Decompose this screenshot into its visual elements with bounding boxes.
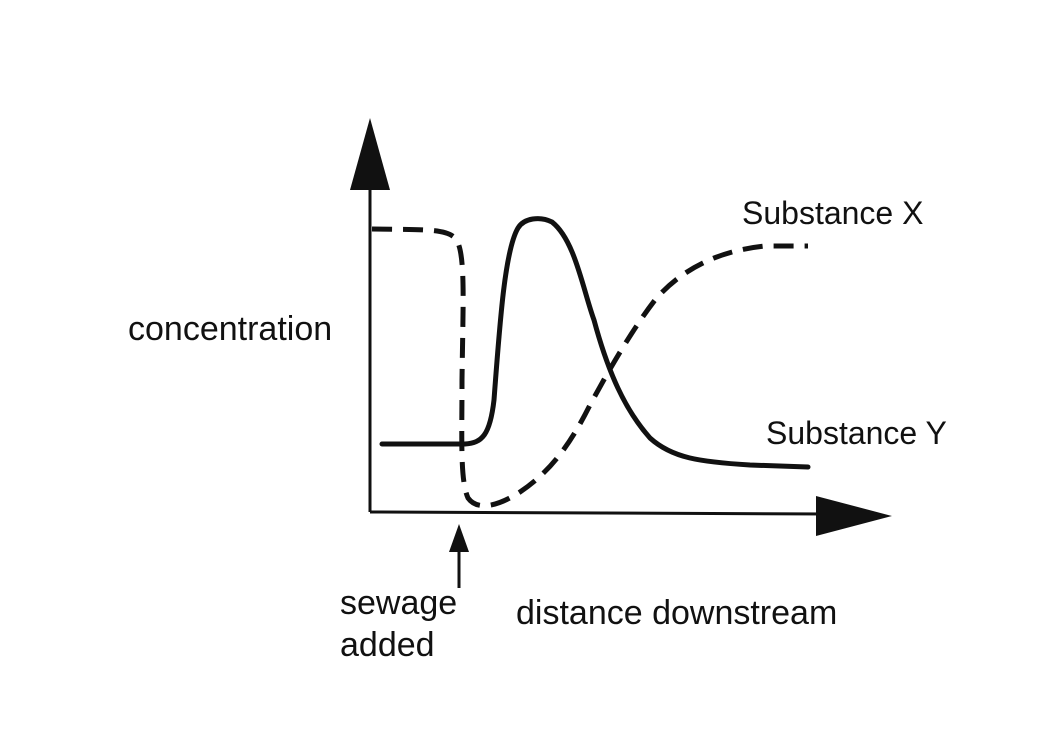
- y-axis-arrowhead: [350, 118, 390, 190]
- x-axis-arrowhead: [816, 496, 892, 536]
- y-axis-label: concentration: [128, 310, 332, 348]
- substance-x-label: Substance X: [742, 195, 923, 231]
- sewage-label-line2: added: [340, 626, 435, 664]
- sewage-marker-arrowhead: [449, 524, 469, 552]
- substance-x-curve: [371, 226, 808, 509]
- x-axis-line: [369, 510, 831, 516]
- substance-y-label: Substance Y: [766, 415, 947, 451]
- sewage-label-line1: sewage: [340, 584, 457, 622]
- x-axis-label: distance downstream: [516, 594, 837, 632]
- substance-y-curve: [379, 216, 811, 470]
